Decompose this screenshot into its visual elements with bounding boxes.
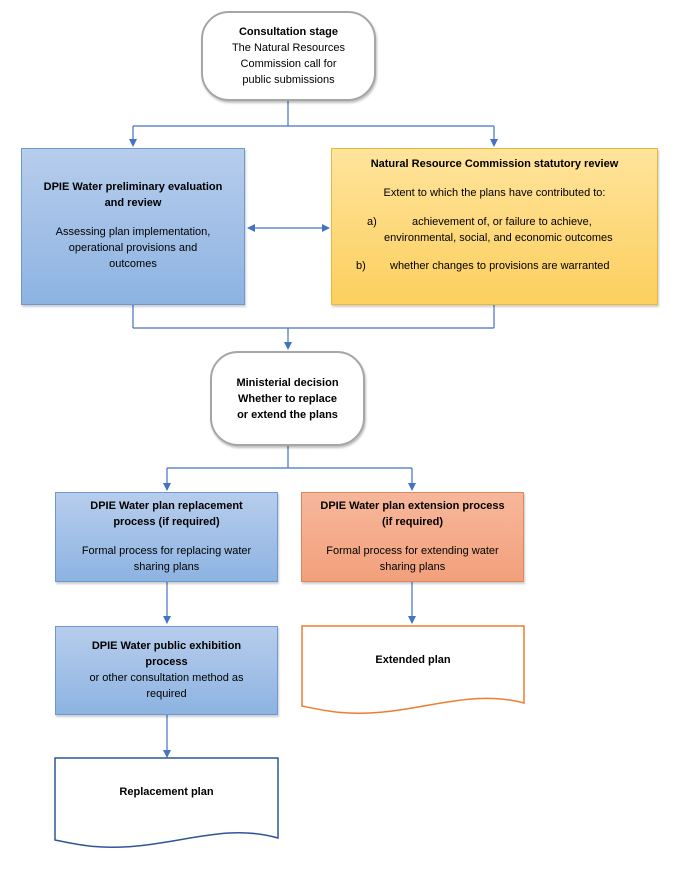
ministerial-decision-line: or extend the plans	[237, 408, 338, 421]
public-exhibition-title-line: DPIE Water public exhibition	[91, 640, 242, 652]
consultation-body-line: Commission call for	[240, 58, 337, 70]
replacement-plan-document-shape	[54, 757, 279, 849]
replacement-process-title-line: DPIE Water plan replacement	[90, 500, 243, 512]
extension-process-box: DPIE Water plan extension process (if re…	[301, 492, 524, 582]
public-exhibition-box: DPIE Water public exhibition process or …	[55, 626, 278, 715]
ministerial-decision-line: Whether to replace	[237, 392, 338, 405]
dpie-evaluation-body-line: operational provisions and	[68, 242, 198, 254]
nrc-review-item-line: environmental, social, and economic outc…	[384, 232, 613, 244]
consultation-body-line: public submissions	[242, 74, 335, 86]
ministerial-decision-line: Ministerial decision	[236, 376, 339, 389]
consultation-title: Consultation stage	[238, 26, 338, 38]
replacement-process-title-line: process (if required)	[113, 516, 220, 528]
nrc-review-item-a: a) achievement of, or failure to achieve…	[332, 214, 657, 246]
consultation-stage-node: Consultation stage The Natural Resources…	[201, 11, 376, 101]
dpie-evaluation-title-line: DPIE Water preliminary evaluation	[43, 181, 223, 193]
extension-process-body-line: Formal process for extending water	[326, 545, 499, 557]
nrc-review-item-marker: a)	[367, 216, 377, 228]
nrc-review-box: Natural Resource Commission statutory re…	[331, 148, 658, 305]
nrc-review-item-line: achievement of, or failure to achieve,	[412, 216, 592, 228]
nrc-review-intro: Extent to which the plans have contribut…	[383, 187, 606, 199]
extension-process-title-line: DPIE Water plan extension process	[320, 500, 505, 512]
dpie-evaluation-title-line: and review	[104, 197, 162, 209]
consultation-body-line: The Natural Resources	[231, 42, 346, 54]
public-exhibition-title-line: process	[145, 656, 188, 668]
extension-process-title-line: (if required)	[381, 516, 444, 528]
ministerial-decision-node: Ministerial decision Whether to replace …	[210, 351, 365, 446]
dpie-evaluation-body-line: Assessing plan implementation,	[55, 226, 211, 238]
dpie-evaluation-body-line: outcomes	[109, 258, 157, 270]
nrc-review-title: Natural Resource Commission statutory re…	[370, 158, 619, 170]
extended-plan-label: Extended plan	[375, 654, 451, 666]
replacement-process-body-line: Formal process for replacing water	[81, 545, 252, 557]
nrc-review-item-line: whether changes to provisions are warran…	[390, 260, 610, 272]
replacement-plan-label: Replacement plan	[119, 786, 214, 798]
public-exhibition-body-line: required	[146, 688, 187, 700]
nrc-review-item-b: b) whether changes to provisions are war…	[332, 258, 657, 274]
nrc-review-item-marker: b)	[356, 260, 366, 272]
public-exhibition-body-line: or other consultation method as	[89, 672, 244, 684]
replacement-process-body-line: sharing plans	[133, 561, 200, 573]
extended-plan-document-shape	[301, 625, 525, 715]
extension-process-body-line: sharing plans	[379, 561, 446, 573]
replacement-process-box: DPIE Water plan replacement process (if …	[55, 492, 278, 582]
dpie-evaluation-box: DPIE Water preliminary evaluation and re…	[21, 148, 245, 305]
